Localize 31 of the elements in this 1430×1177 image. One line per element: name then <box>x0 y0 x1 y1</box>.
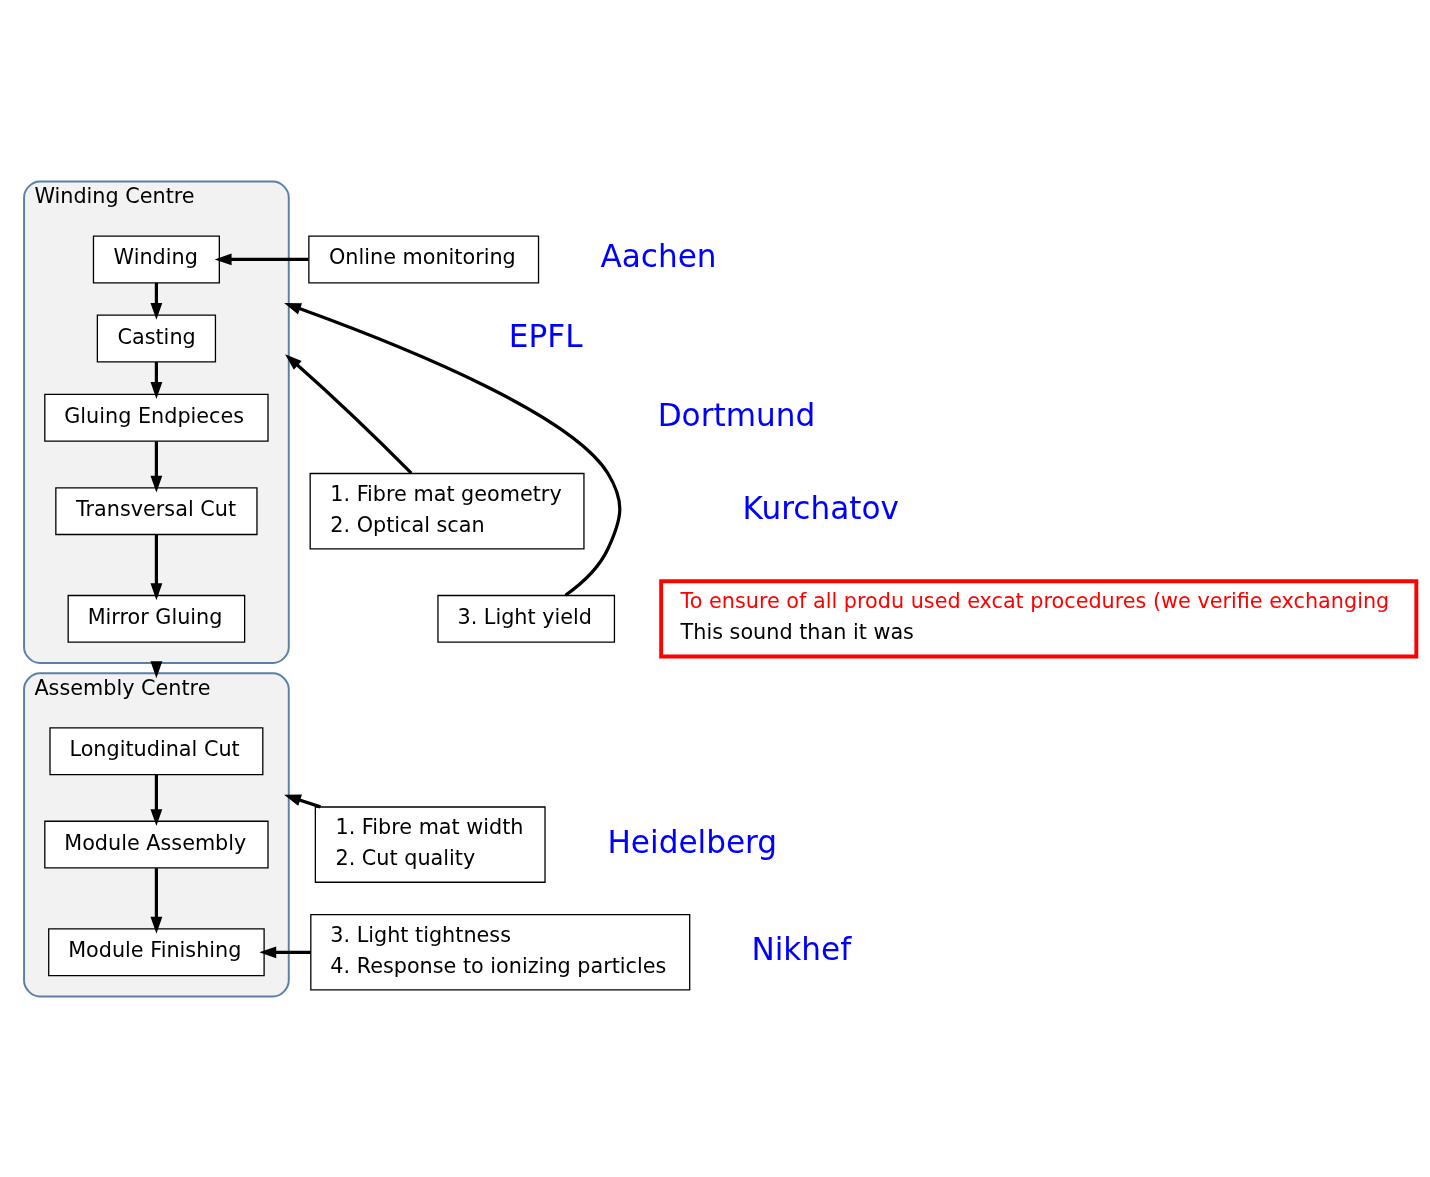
label: Nikhef <box>751 930 852 967</box>
node-box: Module Assembly <box>44 820 269 869</box>
node-box: 3. Light yield <box>437 594 616 643</box>
arrow <box>150 774 163 826</box>
node-box: Winding <box>92 234 220 283</box>
arrow <box>284 794 321 808</box>
arrow <box>259 945 311 958</box>
node-box: 3. Light tightness 4. Response to ionizing particles <box>310 913 691 991</box>
arrow <box>150 282 163 320</box>
node-box: Longitudinal Cut <box>49 726 264 775</box>
node-box: Transversal Cut <box>55 486 258 535</box>
arrow <box>214 253 309 265</box>
label: Aachen <box>600 237 717 274</box>
node-box: 1. Fibre mat geometry 2. Optical scan <box>309 472 585 549</box>
label: Heidelberg <box>607 823 778 860</box>
node-box: Mirror Gluing <box>67 594 246 643</box>
label: Kurchatov <box>742 489 899 526</box>
arrow <box>150 361 163 399</box>
node-box: Online monitoring <box>308 234 540 283</box>
label: Dortmund <box>657 396 816 433</box>
arrow <box>150 534 163 600</box>
node-box: Module Finishing <box>48 927 265 976</box>
label: EPFL <box>508 317 583 354</box>
node-box: 1. Fibre mat width 2. Cut quality <box>314 805 546 883</box>
arrow <box>150 440 163 493</box>
node-box: Gluing Endpieces <box>44 393 269 442</box>
arrow <box>285 353 413 474</box>
node-box: Casting <box>96 314 217 363</box>
arrow <box>150 867 163 934</box>
arrow <box>284 302 622 597</box>
node-box: To ensure of all produ used excat procedures (we verifie exchanging This sound than it was <box>659 578 1419 658</box>
